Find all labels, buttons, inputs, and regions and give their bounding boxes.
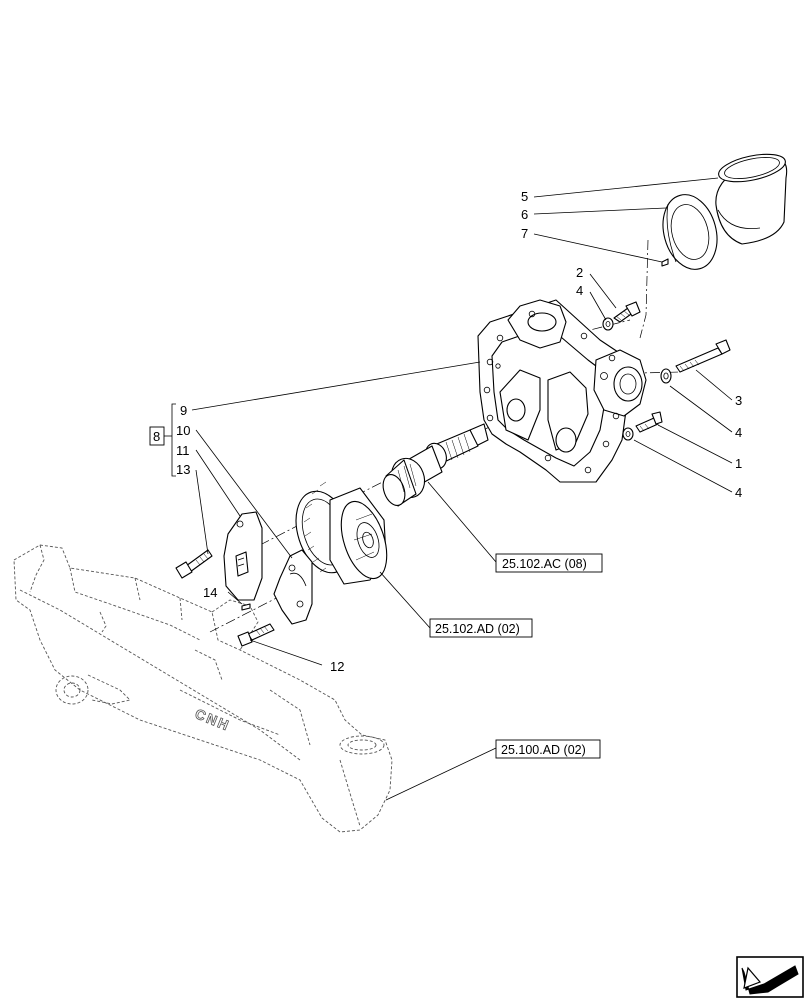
next-page-arrow-icon[interactable] bbox=[736, 956, 804, 998]
callout-6: 6 bbox=[521, 207, 528, 222]
bushing-part-5 bbox=[715, 153, 788, 245]
differential-assembly bbox=[295, 481, 388, 585]
bolt-part-3 bbox=[675, 339, 731, 373]
pin-part-14 bbox=[241, 603, 251, 611]
reference-ac08[interactable]: 25.102.AC (08) bbox=[495, 553, 603, 573]
callout-14: 14 bbox=[203, 585, 217, 600]
bearing-cap-part-10 bbox=[273, 549, 313, 625]
bolt-part-13 bbox=[175, 549, 213, 579]
svg-text:CNH: CNH bbox=[193, 705, 233, 733]
carrier-housing-part-9 bbox=[477, 299, 647, 483]
callout-2: 2 bbox=[576, 265, 583, 280]
callout-4b: 4 bbox=[735, 425, 742, 440]
callout-8: 8 bbox=[153, 429, 160, 444]
callout-9: 9 bbox=[180, 403, 187, 418]
washer-part-4c bbox=[622, 427, 634, 441]
callout-12: 12 bbox=[330, 659, 344, 674]
bolt-part-12 bbox=[237, 623, 275, 647]
reference-ad02-axle[interactable]: 25.100.AD (02) bbox=[495, 739, 601, 759]
washer-part-4a bbox=[602, 317, 614, 331]
callout-5: 5 bbox=[521, 189, 528, 204]
callout-13: 13 bbox=[176, 462, 190, 477]
bolt-part-2 bbox=[613, 301, 641, 323]
callout-10: 10 bbox=[176, 423, 190, 438]
pin-part-7 bbox=[661, 258, 669, 267]
pinion-shaft-assembly bbox=[382, 423, 489, 507]
reference-ad02-differential[interactable]: 25.102.AD (02) bbox=[429, 618, 533, 638]
leader-lines bbox=[164, 177, 733, 801]
bearing-cap-part-11 bbox=[223, 511, 263, 601]
shim-ring-part-6 bbox=[662, 194, 718, 270]
callout-labels: 5 6 7 2 4 3 4 1 4 9 10 11 13 14 12 8 bbox=[149, 189, 742, 674]
bolt-part-1 bbox=[635, 411, 663, 433]
cnh-logo: CNH bbox=[193, 705, 233, 734]
callout-11: 11 bbox=[176, 443, 190, 458]
reference-ad02-differential-label: 25.102.AD (02) bbox=[435, 622, 520, 636]
reference-ad02-axle-label: 25.100.AD (02) bbox=[501, 743, 586, 757]
callout-1: 1 bbox=[735, 456, 742, 471]
callout-7: 7 bbox=[521, 226, 528, 241]
washer-part-4b bbox=[660, 368, 672, 384]
callout-4a: 4 bbox=[576, 283, 583, 298]
callout-3: 3 bbox=[735, 393, 742, 408]
callout-4c: 4 bbox=[735, 485, 742, 500]
group-box-8: 8 bbox=[149, 426, 165, 446]
reference-ac08-label: 25.102.AC (08) bbox=[502, 557, 587, 571]
